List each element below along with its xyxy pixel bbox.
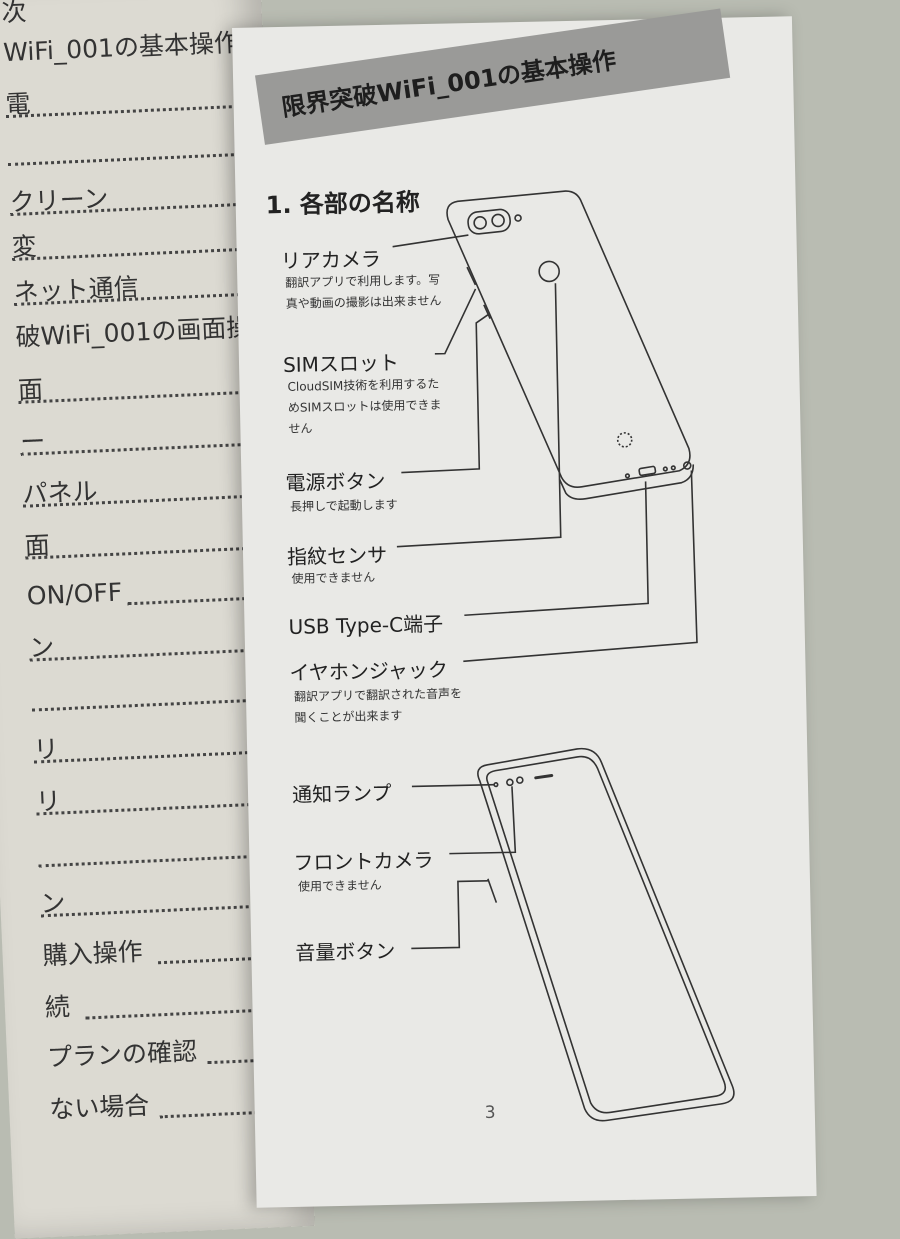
front-phone-outline [477, 747, 735, 1122]
rear-camera-icon [467, 208, 511, 235]
leader-line [449, 786, 517, 855]
toc-item: ネット通信7 [13, 267, 272, 308]
part-label-usb: USB Type-C端子 [288, 611, 444, 639]
part-label-notification-lamp: 通知ランプ [291, 780, 392, 807]
page-number: 3 [484, 1102, 496, 1123]
leader-line [463, 470, 698, 663]
toc-item: クリーン4 [9, 177, 268, 218]
toc-item-text: 購入操作 [42, 936, 144, 971]
usb-port-icon [638, 465, 657, 477]
part-label-power-button: 電源ボタン [285, 468, 386, 495]
toc-leader [34, 750, 273, 764]
toc-item: 4 [7, 127, 266, 168]
toc-item-text: ない場合 [48, 1090, 150, 1125]
part-desc-rear-camera: 翻訳アプリで利用します。写真や動画の撮影は出来ません [285, 272, 442, 311]
toc-item: 15 [31, 673, 290, 714]
device-diagram [392, 190, 735, 1122]
fingerprint-icon [538, 260, 560, 283]
toc-item: 面 [17, 365, 268, 406]
toc-item: ン14 [29, 623, 288, 664]
toc-item: 電3 [5, 79, 264, 120]
toc-leader [25, 546, 264, 560]
toc-item-text: 次 [0, 0, 28, 28]
leader-line [396, 283, 562, 548]
toc-item: 面13 [24, 521, 283, 562]
toc-item-text: ON/OFF [26, 577, 123, 611]
toc-leader [5, 104, 244, 119]
leader-line [434, 288, 477, 355]
notification-lamp-icon [493, 782, 499, 788]
part-label-earphone-jack: イヤホンジャック [289, 657, 449, 685]
part-label-volume: 音量ボタン [295, 938, 396, 965]
toc-item: ON/OFF13 [26, 571, 285, 612]
toc-item-text: プランの確認 [46, 1036, 198, 1073]
part-desc-sim-slot: CloudSIM技術を利用するためSIMスロットは使用できません [287, 376, 442, 436]
part-desc-fingerprint: 使用できません [291, 570, 376, 586]
toc-item-text: 続 [44, 992, 71, 1023]
flash-icon [514, 214, 522, 222]
toc-leader [8, 152, 246, 167]
toc-leader [18, 390, 257, 404]
toc-item: パネル11 [22, 469, 281, 510]
toc-leader [29, 648, 268, 662]
part-desc-power-button: 長押しで起動します [289, 497, 398, 514]
toc-item: ー9 [20, 417, 279, 458]
part-label-front-camera: フロントカメラ [293, 847, 434, 875]
toc-leader [20, 442, 259, 456]
earphone-jack-icon [682, 461, 692, 470]
part-label-fingerprint: 指紋センサ [286, 542, 388, 569]
right-page-manual: 限界突破WiFi_001の基本操作 1. 各部の名称 [232, 8, 817, 1208]
toc-item: 次 [1, 0, 252, 28]
leader-line [464, 481, 649, 617]
leader-line [411, 783, 494, 788]
toc-leader [38, 854, 277, 868]
part-desc-earphone-jack: 翻訳アプリで翻訳された音声を聞くことが出来ます [293, 686, 463, 725]
leader-line [401, 314, 489, 474]
toc-item: WiFi_001の基本操作 [3, 27, 254, 68]
toc-leader [12, 247, 251, 261]
toc-leader [31, 698, 270, 712]
toc-item: 変6 [11, 222, 270, 263]
part-label-rear-camera: リアカメラ [280, 246, 382, 274]
rear-phone-outline [446, 190, 691, 488]
toc-item: 破WiFi_001の画面操作8 [15, 312, 277, 353]
front-camera-icon [506, 778, 514, 787]
toc-leader [36, 802, 275, 816]
toc-item-text: WiFi_001の基本操作 [2, 27, 240, 68]
logo-icon [616, 432, 633, 448]
front-phone-screen [485, 755, 727, 1114]
toc-leader [40, 903, 279, 918]
leader-line [392, 234, 469, 248]
part-label-sim-slot: SIMスロット [282, 350, 400, 378]
leader-line [411, 880, 488, 950]
part-desc-front-camera: 使用できません [297, 878, 382, 894]
